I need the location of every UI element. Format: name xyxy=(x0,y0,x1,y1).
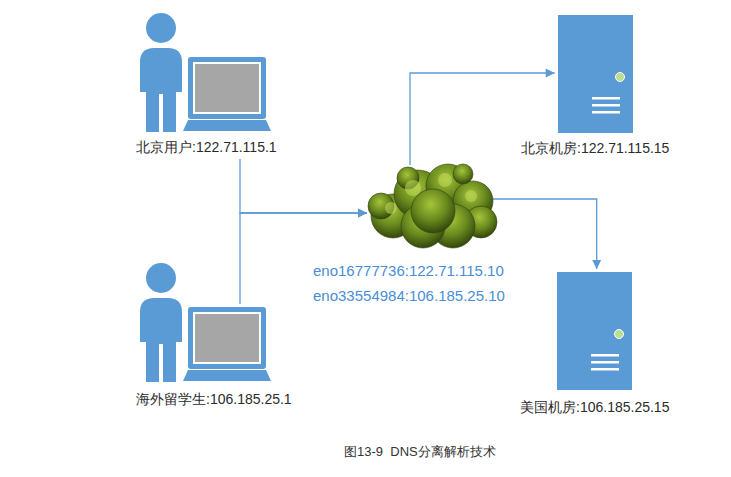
node-label: 北京机房:122.71.115.15 xyxy=(521,139,669,157)
server-node: 北京机房:122.71.115.15 xyxy=(521,15,669,157)
server-icon xyxy=(558,15,633,133)
user-icon xyxy=(136,12,272,134)
connector xyxy=(240,159,367,218)
network-cloud xyxy=(313,156,553,254)
connector xyxy=(493,199,601,269)
arrow-head xyxy=(546,69,555,78)
client-node: 北京用户:122.71.115.1 xyxy=(136,12,277,156)
node-label: 美国机房:106.185.25.15 xyxy=(520,398,669,416)
connector-line xyxy=(493,199,597,269)
arrow-head xyxy=(358,209,367,218)
connector-line xyxy=(240,159,367,213)
server-icon xyxy=(557,272,632,390)
node-label: 海外留学生:106.185.25.1 xyxy=(136,390,292,408)
client-node: 海外留学生:106.185.25.1 xyxy=(136,262,292,408)
node-label: eno16777736:122.71.115.10 xyxy=(313,258,553,283)
user-icon xyxy=(136,262,272,384)
node-label: 北京用户:122.71.115.1 xyxy=(136,138,277,156)
arrow-head xyxy=(592,260,601,269)
dns-server-node: eno16777736:122.71.115.10eno33554984:106… xyxy=(313,156,553,308)
node-label: eno33554984:106.185.25.10 xyxy=(313,283,553,308)
server-node: 美国机房:106.185.25.15 xyxy=(520,272,669,416)
arrow-head xyxy=(358,209,367,218)
figure-caption: 图13-9 DNS分离解析技术 xyxy=(344,443,496,461)
